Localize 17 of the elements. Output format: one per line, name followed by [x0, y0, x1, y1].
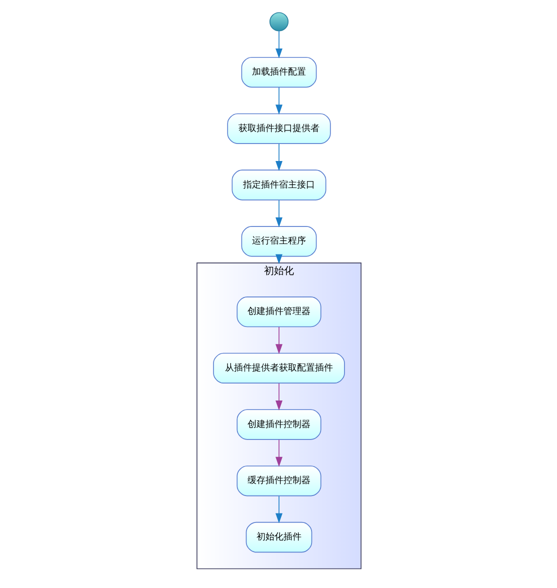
- arrow: [275, 496, 282, 524]
- node-box: 获取插件接口提供者: [226, 113, 330, 144]
- node-box: 缓存插件控制器: [236, 466, 321, 496]
- node-box: 从插件提供者获取配置插件: [212, 352, 344, 384]
- arrow: [275, 326, 282, 354]
- arrow: [275, 143, 282, 171]
- node-box: 指定插件宿主接口: [231, 170, 326, 200]
- arrow: [275, 200, 282, 228]
- arrow: [275, 439, 282, 467]
- node-box: 创建插件控制器: [236, 409, 321, 440]
- node-box: 创建插件管理器: [236, 296, 321, 328]
- node-box: 加载插件配置: [240, 56, 316, 88]
- arrow: [275, 382, 282, 410]
- node-circle: [268, 12, 288, 32]
- arrow: [275, 30, 282, 58]
- arrow: [275, 87, 282, 115]
- node-box: 初始化插件: [245, 522, 312, 553]
